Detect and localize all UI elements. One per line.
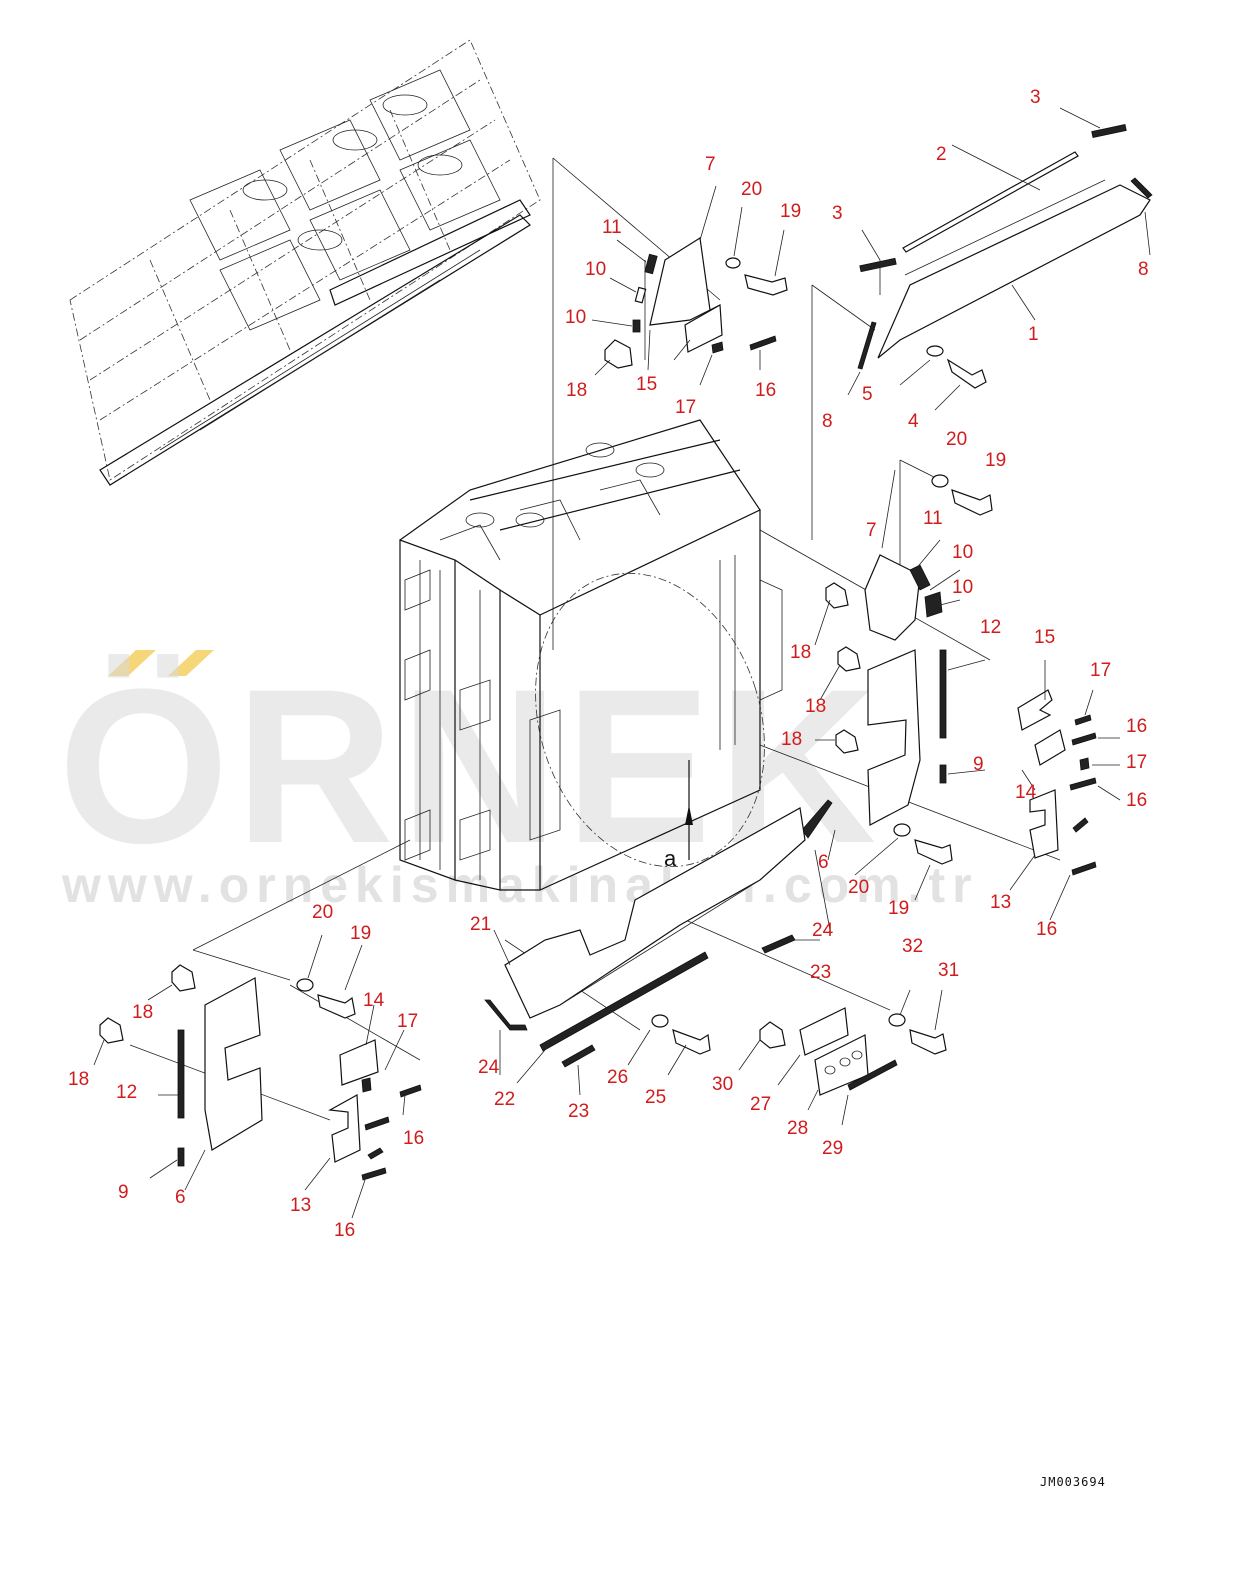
watermark-accent-left — [108, 650, 156, 676]
callout-20-left: 20 — [312, 902, 333, 923]
callout-15-right: 15 — [1034, 627, 1055, 648]
callout-1: 1 — [1028, 324, 1039, 345]
callout-22: 22 — [494, 1089, 515, 1110]
watermark-accent-right — [168, 650, 214, 676]
callout-16-left-a: 16 — [403, 1128, 424, 1149]
callout-20-right: 20 — [946, 429, 967, 450]
callout-10-right-b: 10 — [952, 577, 973, 598]
callout-19-top: 19 — [780, 201, 801, 222]
callout-11-right: 11 — [923, 508, 943, 529]
callout-28: 28 — [787, 1118, 808, 1139]
callout-19-right: 19 — [985, 450, 1006, 471]
bottom-shroud — [484, 807, 947, 1126]
callout-14-left: 14 — [363, 990, 385, 1011]
callout-16-right-c: 16 — [1036, 919, 1057, 940]
callout-7-right: 7 — [866, 520, 877, 541]
callout-30: 30 — [712, 1074, 733, 1095]
callout-3: 3 — [832, 203, 843, 224]
view-reference-label: a — [664, 846, 677, 871]
callout-5: 5 — [862, 384, 873, 405]
view-reference-a: a — [664, 760, 693, 871]
callout-8: 8 — [822, 411, 833, 432]
callout-18-left-b: 18 — [68, 1069, 89, 1090]
callout-13-right: 13 — [990, 892, 1011, 913]
callout-7-top: 7 — [705, 154, 716, 175]
callout-18-top: 18 — [566, 380, 587, 401]
callout-24-right: 24 — [812, 920, 834, 941]
callout-12-right: 12 — [980, 617, 1001, 638]
callout-16-right-a: 16 — [1126, 716, 1147, 737]
engine-overview — [69, 39, 541, 486]
callout-10-right-a: 10 — [952, 542, 973, 563]
callout-15-top: 15 — [636, 374, 657, 395]
callout-23: 23 — [568, 1101, 589, 1122]
callout-17-right-a: 17 — [1090, 660, 1111, 681]
callout-23-right: 23 — [810, 962, 831, 983]
top-center-bracket — [591, 185, 788, 386]
callout-21: 21 — [470, 914, 491, 935]
callout-24: 24 — [478, 1057, 500, 1078]
callout-25: 25 — [645, 1087, 666, 1108]
callout-18-right-b: 18 — [805, 696, 826, 717]
callout-16-right-b: 16 — [1126, 790, 1147, 811]
right-side-bracket — [801, 469, 1121, 931]
callout-19-left: 19 — [350, 923, 371, 944]
callout-16-top: 16 — [755, 380, 776, 401]
callout-9-left: 9 — [118, 1182, 129, 1203]
callout-29: 29 — [822, 1138, 843, 1159]
callout-16-left-b: 16 — [334, 1220, 355, 1241]
callout-6-left: 6 — [175, 1187, 186, 1208]
callout-labels: 3 2 3 8 1 5 4 8 7 20 19 11 10 10 18 15 1… — [68, 87, 1149, 1241]
callout-4: 4 — [908, 411, 919, 432]
callout-11-top: 11 — [602, 217, 622, 238]
callout-20-top: 20 — [741, 179, 762, 200]
drawing-code: JM003694 — [1040, 1475, 1106, 1489]
bottom-left-bracket — [93, 934, 422, 1219]
callout-10-top-b: 10 — [565, 307, 586, 328]
callout-8-right: 8 — [1138, 259, 1149, 280]
radiator-assembly — [399, 419, 783, 891]
callout-18-left-a: 18 — [132, 1002, 153, 1023]
callout-9-right: 9 — [973, 754, 984, 775]
callout-31: 31 — [938, 960, 959, 981]
callout-17-left: 17 — [397, 1011, 418, 1032]
callout-17-right-b: 17 — [1126, 752, 1147, 773]
callout-27: 27 — [750, 1094, 771, 1115]
callout-2: 2 — [936, 144, 947, 165]
callout-3-top-right: 3 — [1030, 87, 1041, 108]
top-right-shroud — [847, 107, 1153, 411]
callout-17-top: 17 — [675, 397, 696, 418]
callout-26: 26 — [607, 1067, 628, 1088]
callout-18-right-a: 18 — [790, 642, 811, 663]
callout-19-right-low: 19 — [888, 898, 909, 919]
callout-18-right-c: 18 — [781, 729, 802, 750]
watermark: ÖRNEK www.ornekismakinalari.com.tr — [58, 643, 979, 913]
callout-13-left: 13 — [290, 1195, 311, 1216]
callout-12-left: 12 — [116, 1082, 137, 1103]
callout-32: 32 — [902, 936, 923, 957]
callout-14-right: 14 — [1015, 782, 1037, 803]
callout-10-top-a: 10 — [585, 259, 606, 280]
callout-6-right: 6 — [818, 852, 829, 873]
watermark-url: www.ornekismakinalari.com.tr — [61, 857, 979, 913]
callout-20-right-low: 20 — [848, 877, 869, 898]
